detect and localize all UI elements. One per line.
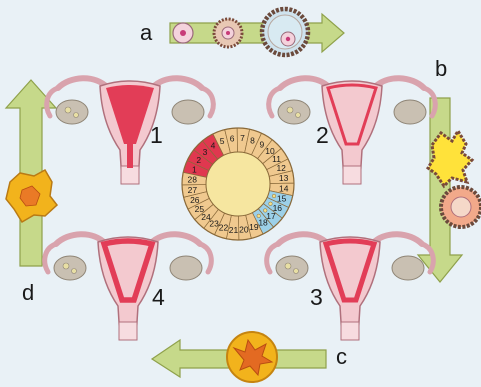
dial-day-label: 9 [260,140,265,150]
dial-day-label: 22 [219,223,229,233]
dial-day-label: 3 [203,147,208,157]
dial-day-label: 20 [239,225,249,235]
dial-day-label: 13 [279,173,289,183]
stage-number-4: 4 [152,286,165,309]
stage-number-2: 2 [316,124,329,147]
dial-day-label: 2 [196,155,201,165]
stage-number-3: 3 [310,286,323,309]
ovulation-dot [263,209,267,213]
ovulation-dot [269,202,273,206]
dial-day-label: 1 [192,164,197,174]
dial-day-label: 21 [229,225,239,235]
ovulation-dot [257,214,261,218]
dial-day-label: 7 [240,133,245,143]
ovulation-dot [272,194,276,198]
phase-label-b: b [435,58,447,80]
dial-day-label: 23 [209,218,219,228]
stage-number-1: 1 [150,124,163,147]
dial-day-label: 19 [249,222,259,232]
dial-day-label: 25 [195,204,205,214]
dial-day-label: 6 [230,133,235,143]
dial-day-label: 27 [188,185,198,195]
dial-center [206,152,270,216]
dial-day-label: 26 [190,195,200,205]
dial-day-label: 14 [279,183,289,193]
phase-label-a: a [140,22,152,44]
dial-day-label: 5 [220,136,225,146]
dial-day-label: 8 [250,135,255,145]
dial-day-label: 28 [187,175,197,185]
dial-day-label: 12 [276,163,286,173]
phase-label-c: c [336,346,347,368]
dial-day-label: 18 [258,218,268,228]
phase-label-d: d [22,282,34,304]
dial-day-label: 4 [211,140,216,150]
